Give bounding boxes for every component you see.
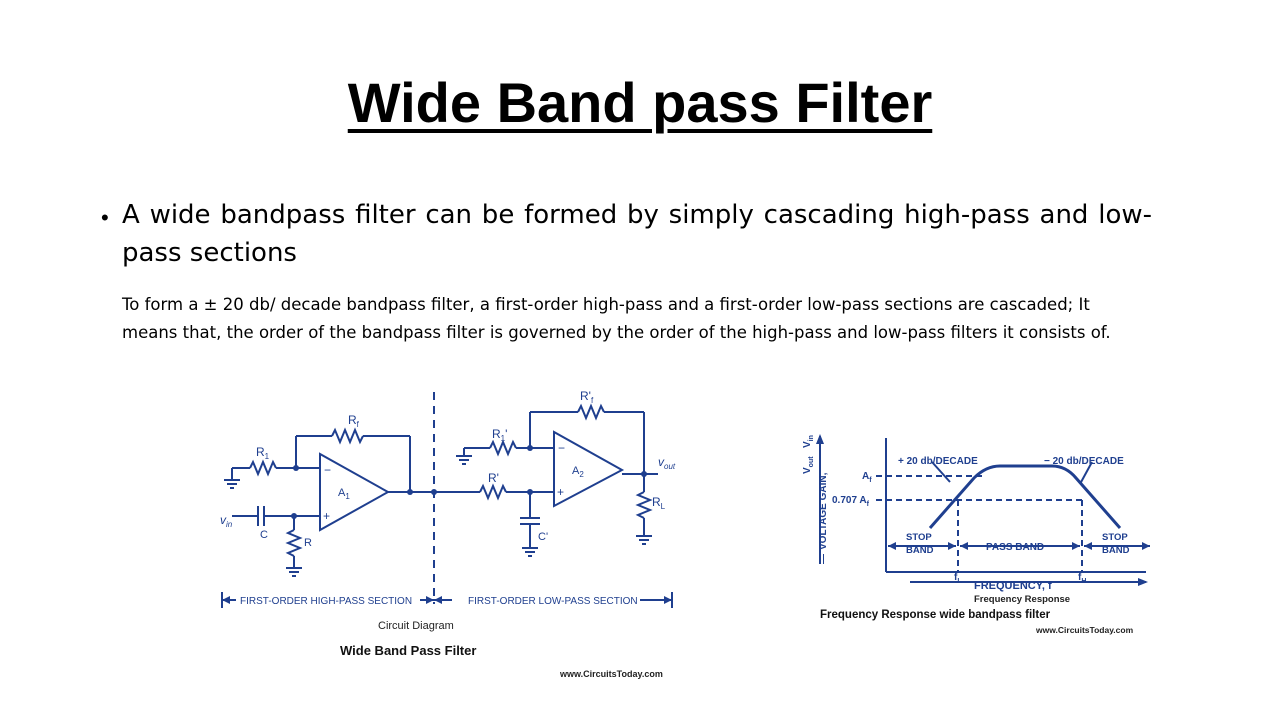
slide-title: Wide Band pass Filter xyxy=(347,71,933,134)
vin-label: vin xyxy=(220,513,233,529)
circuit-watermark: www.CircuitsToday.com xyxy=(559,669,663,679)
rf-prime-label: R'f xyxy=(580,389,594,405)
vout-label: vout xyxy=(658,455,676,471)
fh-label: fH xyxy=(1078,572,1086,585)
plus-sign-a2: + xyxy=(557,485,564,499)
af707-label: 0.707 Af xyxy=(832,495,870,508)
frequency-response-diagram: —VOLTAGE GAIN, Vout Vin Af 0.707 Af + 20… xyxy=(790,432,1156,640)
r1-label: R1 xyxy=(256,445,270,461)
minus-sign-a1: − xyxy=(324,463,331,477)
y-axis-ratio-num: Vout xyxy=(802,456,815,474)
a2-label: A2 xyxy=(572,465,584,479)
plus20-label: + 20 db/DECADE xyxy=(898,456,978,467)
minus20-label: − 20 db/DECADE xyxy=(1044,456,1124,467)
a1-label: A1 xyxy=(338,487,350,501)
circuit-caption: Circuit Diagram xyxy=(378,620,454,632)
c-label: C xyxy=(260,529,268,541)
fl-label: fL xyxy=(954,572,962,585)
stop-band-left-line2: BAND xyxy=(906,545,934,556)
hp-section-label: FIRST-ORDER HIGH-PASS SECTION xyxy=(240,596,412,607)
stop-band-right-line1: STOP xyxy=(1102,532,1128,543)
body-paragraph: To form a ± 20 db/ decade bandpass filte… xyxy=(122,295,1111,342)
r-label: R xyxy=(304,537,312,549)
af-label: Af xyxy=(862,471,872,484)
y-axis-label: —VOLTAGE GAIN, xyxy=(818,472,829,564)
response-name: Frequency Response wide bandpass filter xyxy=(820,609,1051,621)
c-prime-label: C' xyxy=(538,531,548,543)
stop-band-right-line2: BAND xyxy=(1102,545,1130,556)
rf-label: Rf xyxy=(348,413,360,429)
r-prime-label: R' xyxy=(488,471,499,485)
bullet-dot-icon: • xyxy=(101,205,109,230)
frequency-axis-label: FREQUENCY, f xyxy=(974,580,1052,592)
rl-label: RL xyxy=(652,495,666,511)
response-caption: Frequency Response xyxy=(974,594,1070,605)
circuit-name: Wide Band Pass Filter xyxy=(340,643,476,658)
response-watermark: www.CircuitsToday.com xyxy=(1035,625,1134,635)
pass-band-label: PASS BAND xyxy=(986,542,1044,553)
r1-prime-label: R1' xyxy=(492,427,507,443)
minus-sign-a2: − xyxy=(558,441,565,455)
lp-section-label: FIRST-ORDER LOW-PASS SECTION xyxy=(468,596,638,607)
plus-sign-a1: + xyxy=(323,509,330,523)
y-axis-ratio-den: Vin xyxy=(802,435,815,448)
circuit-diagram: Rf R1 − + A1 C R vin R'f R1' − + A2 R' C… xyxy=(212,382,688,684)
bullet-text: A wide bandpass filter can be formed by … xyxy=(122,200,1152,268)
stop-band-left-line1: STOP xyxy=(906,532,932,543)
